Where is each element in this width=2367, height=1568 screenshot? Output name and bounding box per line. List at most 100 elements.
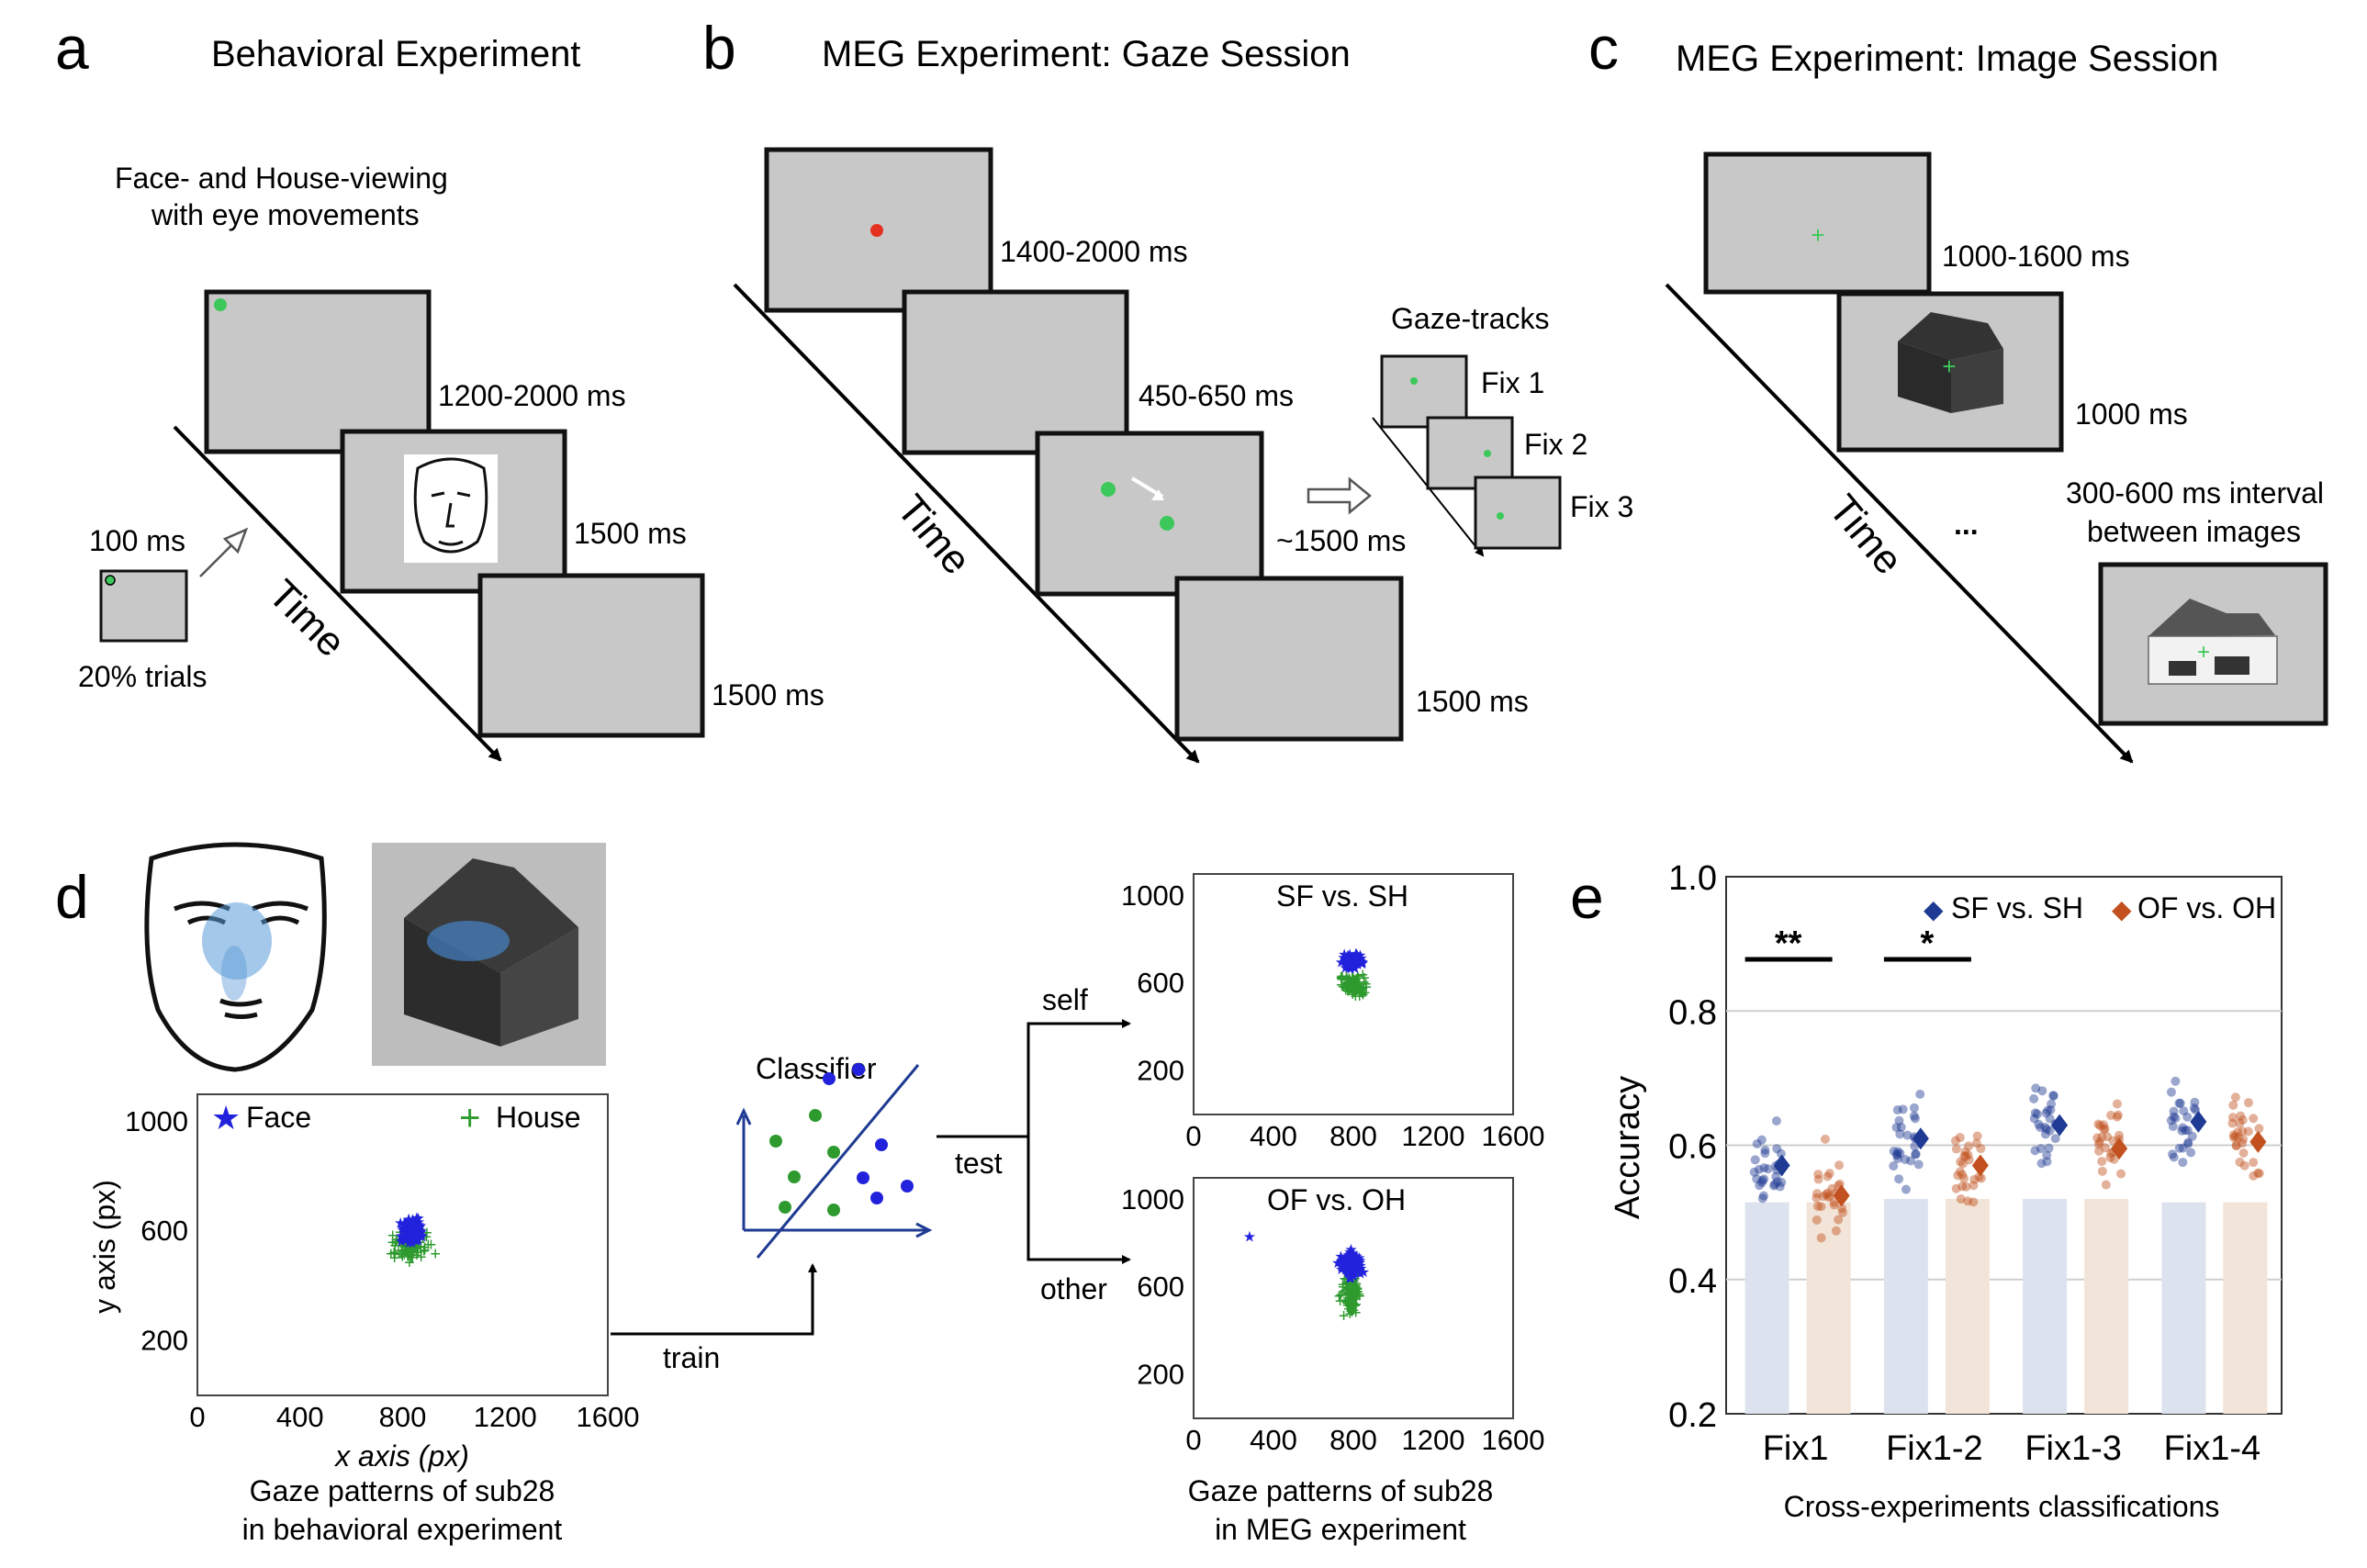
other-ytick: 600	[1137, 1271, 1184, 1303]
self-label: self	[1042, 983, 1088, 1016]
face-gaze-marker: ★	[1347, 1259, 1360, 1274]
face-gaze-marker: ★	[1335, 1260, 1348, 1275]
subject-dot	[2233, 1132, 2243, 1142]
self-xtick: 1600	[1482, 1120, 1545, 1152]
face-gaze-marker: ★	[408, 1226, 421, 1242]
subject-dot	[1760, 1145, 1770, 1155]
panel-c-interval-line1: 300-600 ms interval	[2066, 476, 2324, 510]
house-gaze-marker: +	[1344, 1305, 1355, 1325]
face-gaze-marker: ★	[1343, 957, 1356, 972]
face-gaze-marker: ★	[409, 1228, 422, 1244]
subject-dot	[2235, 1118, 2245, 1128]
subject-dot	[2094, 1146, 2104, 1156]
house-gaze-marker: +	[1358, 979, 1369, 999]
face-gaze-marker: ★	[411, 1222, 424, 1238]
gaze-track-3-dot	[1497, 512, 1504, 520]
house-gaze-marker: +	[1342, 1278, 1353, 1298]
subject-dot	[1958, 1159, 1968, 1169]
subject-dot	[2097, 1132, 2107, 1142]
house-gaze-marker: +	[1342, 981, 1353, 1002]
face-gaze-marker: ★	[410, 1211, 423, 1226]
subject-dot	[2230, 1092, 2240, 1103]
house-gaze-marker: +	[398, 1222, 409, 1242]
subject-dot	[2114, 1130, 2124, 1140]
house-gaze-marker: +	[389, 1249, 400, 1269]
house-gaze-marker: +	[1355, 979, 1366, 999]
panel-b-time-2: 450-650 ms	[1139, 379, 1294, 412]
subject-dot	[2045, 1126, 2055, 1136]
house-gaze-marker: +	[398, 1228, 409, 1249]
subject-dot	[1823, 1171, 1833, 1182]
panel-a-probe-arrow	[199, 527, 249, 577]
subject-dot	[1821, 1190, 1831, 1200]
house-gaze-marker: +	[388, 1243, 399, 1263]
face-gaze-marker: ★	[1340, 1256, 1352, 1271]
self-ytick: 600	[1137, 967, 1184, 999]
subject-dot	[2036, 1159, 2047, 1169]
face-gaze-marker: ★	[400, 1219, 413, 1235]
face-gaze-marker: ★	[1345, 1249, 1358, 1264]
subject-dot	[1911, 1149, 1921, 1159]
face-gaze-marker: ★	[409, 1225, 421, 1240]
subject-dot	[1757, 1175, 1767, 1185]
subject-dot	[2238, 1138, 2248, 1148]
face-gaze-marker: ★	[1357, 1265, 1370, 1281]
house-gaze-marker: +	[1345, 977, 1356, 997]
face-gaze-marker: ★	[1350, 1249, 1363, 1264]
house-gaze-marker: +	[412, 1243, 423, 1263]
face-gaze-marker: ★	[1347, 1254, 1360, 1270]
face-gaze-marker: ★	[1343, 952, 1356, 968]
face-gaze-marker: ★	[1353, 1253, 1366, 1269]
saccade-end-dot	[1160, 516, 1174, 531]
house-gaze-marker: +	[1336, 969, 1347, 989]
face-gaze-marker: ★	[1346, 952, 1359, 968]
subject-dot	[1838, 1207, 1848, 1217]
other-scatter-axes	[1193, 1177, 1514, 1419]
subject-dot	[1955, 1167, 1965, 1177]
face-gaze-marker: ★	[1339, 1262, 1352, 1278]
other-label: other	[1040, 1272, 1107, 1305]
panel-a-screen-blank	[477, 573, 705, 738]
face-gaze-marker: ★	[1342, 959, 1355, 975]
face-gaze-marker: ★	[1347, 950, 1360, 966]
face-gaze-marker: ★	[400, 1226, 413, 1241]
gaze-tracks-label: Gaze-tracks	[1391, 302, 1549, 335]
subject-dot	[1913, 1159, 1924, 1170]
house-gaze-marker: +	[1345, 978, 1356, 998]
house-gaze-marker: +	[1349, 1283, 1360, 1304]
face-gaze-marker: ★	[1353, 954, 1366, 969]
face-gaze-marker: ★	[1346, 1248, 1359, 1263]
chance-bar	[1945, 1199, 1990, 1414]
self-xtick: 0	[1185, 1120, 1201, 1152]
house-gaze-marker: +	[399, 1238, 410, 1258]
subject-dot	[1837, 1204, 1847, 1214]
subject-dot	[1960, 1151, 1970, 1161]
face-gaze-marker: ★	[398, 1228, 411, 1244]
face-gaze-marker: ★	[413, 1226, 426, 1242]
house-gaze-marker: +	[405, 1232, 416, 1252]
house-gaze-marker: +	[1343, 980, 1354, 1000]
subject-dot	[2093, 1119, 2103, 1129]
face-gaze-marker: ★	[407, 1215, 420, 1230]
face-gaze-marker: ★	[1355, 957, 1368, 972]
face-gaze-marker: ★	[1344, 956, 1357, 971]
subject-dot	[2042, 1125, 2052, 1135]
panel-c-time-arrow	[1665, 283, 2134, 764]
subject-dot	[1961, 1182, 1971, 1192]
subject-dot	[1816, 1233, 1826, 1243]
house-gaze-marker: +	[1350, 1282, 1361, 1303]
subject-dot	[1898, 1104, 1908, 1114]
house-gaze-marker: +	[1344, 1282, 1355, 1303]
panel-a-time-arrow	[173, 425, 502, 762]
subject-dot	[2175, 1098, 2185, 1108]
face-gaze-marker: ★	[1341, 1257, 1354, 1272]
face-gaze-marker: ★	[1346, 1253, 1359, 1269]
subject-dot	[1901, 1184, 1911, 1194]
subject-dot	[2243, 1126, 2253, 1137]
subject-dot	[2187, 1131, 2197, 1141]
subject-dot	[1969, 1181, 1979, 1191]
subject-dot	[1958, 1170, 1968, 1180]
house-gaze-marker: +	[404, 1228, 415, 1249]
other-ytick: 1000	[1121, 1183, 1184, 1215]
face-gaze-marker: ★	[1344, 956, 1357, 971]
